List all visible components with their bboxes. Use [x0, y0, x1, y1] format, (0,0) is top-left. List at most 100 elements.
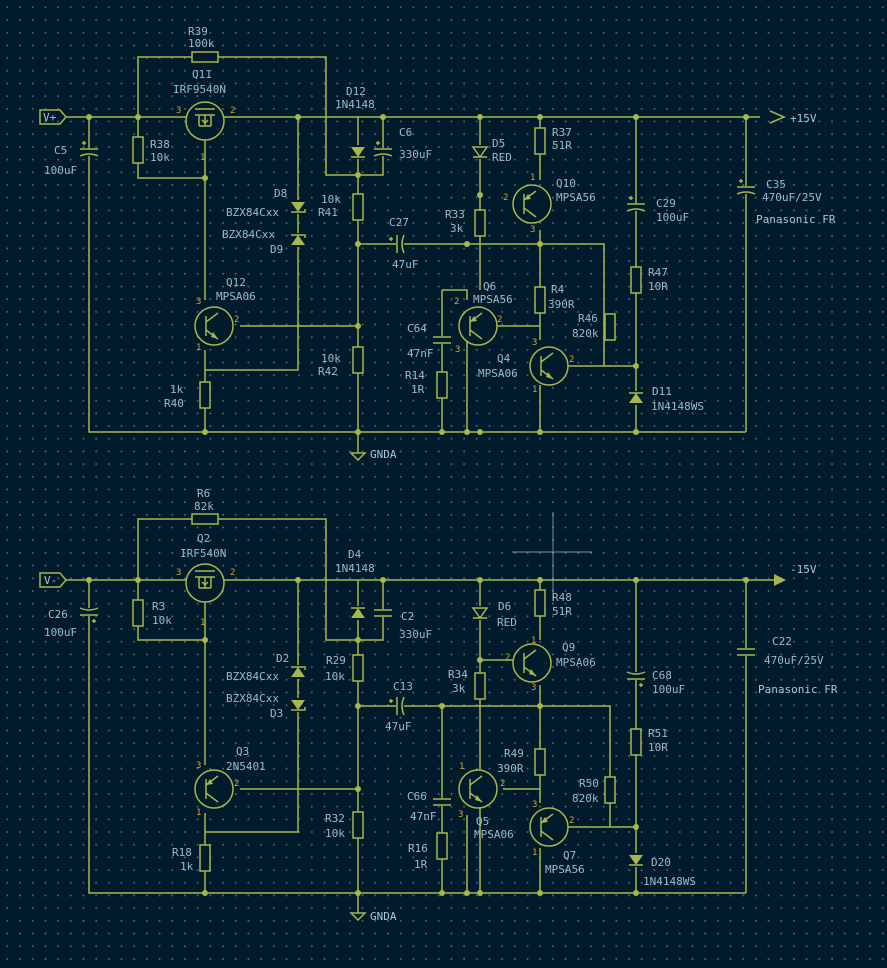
d4-diode — [349, 605, 367, 621]
q10-value: MPSA56 — [556, 191, 596, 204]
svg-text:3: 3 — [196, 761, 201, 771]
d20-ref: D20 — [651, 856, 671, 869]
top-rail-arrow — [769, 110, 786, 124]
bottom-rail-arrow — [774, 574, 786, 586]
r4-resistor — [534, 286, 546, 314]
r50-ref: R50 — [579, 777, 599, 790]
q9-transistor — [512, 643, 552, 683]
r14-ref: R14 — [405, 369, 425, 382]
c26-value: 100uF — [44, 626, 77, 639]
c2-value: 330uF — [399, 628, 432, 641]
q4-value: MPSA06 — [478, 367, 518, 380]
r3-resistor — [132, 599, 144, 627]
r40-value: 1k — [170, 383, 184, 396]
d12-ref: D12 — [346, 85, 366, 98]
q9-ref: Q9 — [562, 641, 575, 654]
r6-ref: R6 — [197, 487, 210, 500]
r46-ref: R46 — [578, 312, 598, 325]
svg-text:3: 3 — [530, 225, 535, 235]
q7-ref: Q7 — [563, 849, 576, 862]
bottom-input-label: V- — [44, 574, 57, 587]
d3-ref: D3 — [270, 707, 283, 720]
q12-ref: Q12 — [226, 276, 246, 289]
d5-ref: D5 — [492, 137, 505, 150]
q2-ref: Q2 — [197, 532, 210, 545]
svg-text:2: 2 — [230, 568, 235, 578]
r39-value: 100k — [188, 37, 215, 50]
svg-text:2: 2 — [230, 106, 235, 116]
q6-value: MPSA56 — [473, 293, 513, 306]
svg-text:2: 2 — [503, 193, 508, 203]
r29-value: 10k — [325, 670, 345, 683]
q11-mosfet — [185, 101, 225, 141]
q4-ref: Q4 — [497, 352, 511, 365]
r50-value: 820k — [572, 792, 599, 805]
q10-ref: Q10 — [556, 177, 576, 190]
c22-capacitor — [735, 647, 757, 657]
q6-ref: Q6 — [483, 280, 496, 293]
r41-value: 10k — [321, 193, 341, 206]
r16-resistor — [436, 832, 448, 860]
c35-value: 470uF/25V — [762, 191, 822, 204]
r16-ref: R16 — [408, 842, 428, 855]
d11-diode — [627, 390, 645, 406]
q5-transistor — [458, 769, 498, 809]
r3-value: 10k — [152, 614, 172, 627]
svg-text:3: 3 — [532, 800, 537, 810]
svg-text:2: 2 — [454, 297, 459, 307]
top-input-label: V+ — [43, 111, 57, 124]
r38-resistor — [132, 136, 144, 164]
d12-diode — [349, 144, 367, 160]
d11-value: 1N4148WS — [651, 400, 704, 413]
svg-text:1: 1 — [532, 848, 537, 858]
svg-text:1: 1 — [196, 808, 201, 818]
svg-text:1: 1 — [530, 173, 535, 183]
top-input-flag — [39, 109, 67, 125]
c13-value: 47uF — [385, 720, 412, 733]
r33-resistor — [474, 209, 486, 237]
r47-value: 10R — [648, 280, 668, 293]
q2-mosfet — [185, 563, 225, 603]
r34-value: 3k — [452, 682, 466, 695]
r34-resistor — [474, 672, 486, 700]
r51-resistor — [630, 728, 642, 756]
c26-ref: C26 — [48, 608, 68, 621]
r51-value: 10R — [648, 741, 668, 754]
r40-resistor — [199, 381, 211, 409]
q2-value: IRF540N — [180, 547, 226, 560]
svg-text:3: 3 — [455, 345, 460, 355]
r14-value: 1R — [411, 383, 425, 396]
r42-value: 10k — [321, 352, 341, 365]
c5-ref: C5 — [54, 144, 67, 157]
d9-ref: D9 — [270, 243, 283, 256]
svg-text:3: 3 — [196, 297, 201, 307]
r32-resistor — [352, 811, 364, 839]
d12-value: 1N4148 — [335, 98, 375, 111]
c35-ref: C35 — [766, 178, 786, 191]
d3-value: BZX84Cxx — [226, 692, 279, 705]
bottom-c22-note: Panasonic FR — [758, 683, 838, 696]
c66-value: 47nF — [410, 810, 437, 823]
svg-text:2: 2 — [497, 315, 502, 325]
c22-value: 470uF/25V — [764, 654, 824, 667]
r42-resistor — [352, 346, 364, 374]
c64-ref: C64 — [407, 322, 427, 335]
d4-value: 1N4148 — [335, 562, 375, 575]
bottom-input-flag — [39, 572, 67, 588]
c2-capacitor — [372, 608, 394, 618]
c68-ref: C68 — [652, 669, 672, 682]
d6-led — [471, 605, 489, 621]
svg-text:3: 3 — [531, 683, 536, 693]
q11-ref: Q11 — [192, 68, 212, 81]
q3-ref: Q3 — [236, 745, 249, 758]
r18-value: 1k — [180, 860, 194, 873]
r38-value: 10k — [150, 151, 170, 164]
top-gnd-label: GNDA — [370, 448, 397, 461]
svg-text:2: 2 — [505, 653, 510, 663]
svg-text:1: 1 — [200, 153, 205, 163]
r32-value: 10k — [325, 827, 345, 840]
d9-zener — [289, 232, 307, 248]
